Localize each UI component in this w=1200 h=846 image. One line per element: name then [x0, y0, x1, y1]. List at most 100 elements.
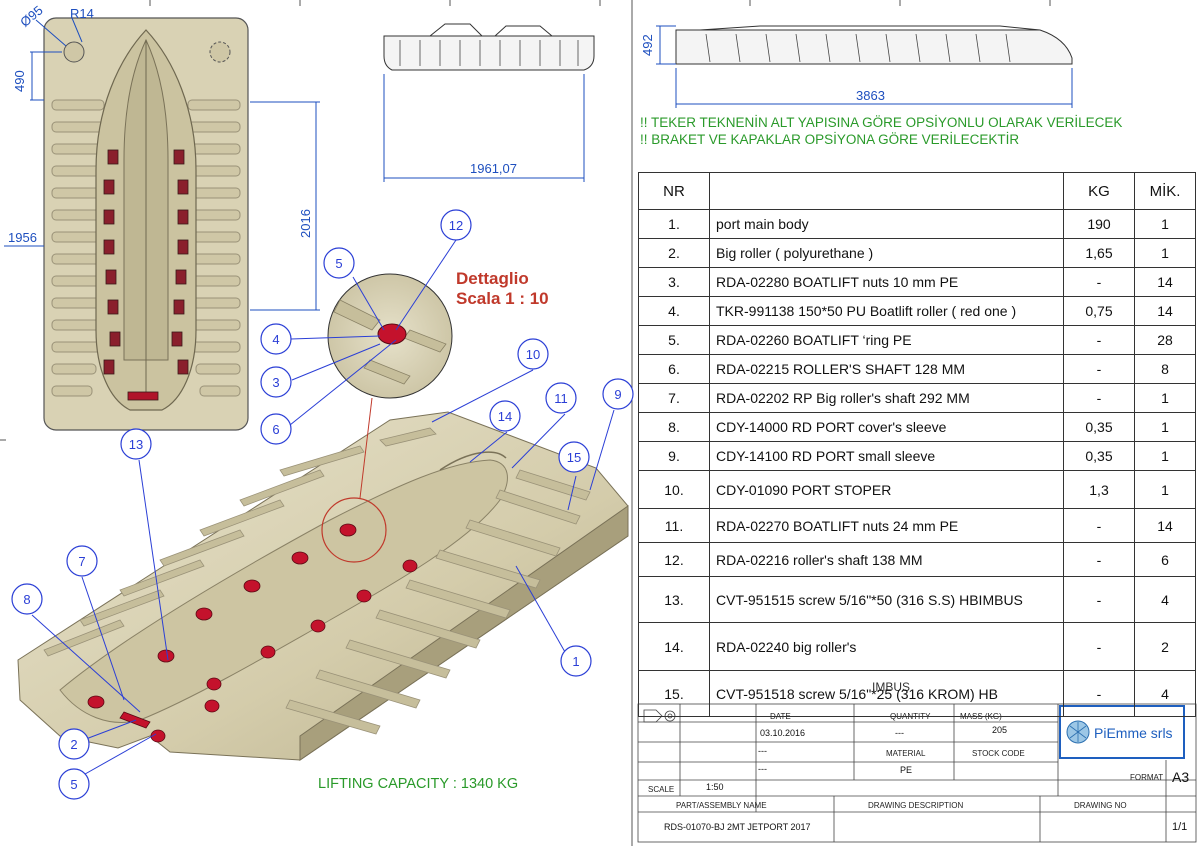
- balloon-5b: 5: [58, 768, 90, 800]
- header-nr: NR: [638, 172, 710, 210]
- row-qty: 1: [1134, 209, 1196, 239]
- balloon-7: 7: [66, 545, 98, 577]
- row-qty: 1: [1134, 412, 1196, 442]
- row-qty: 14: [1134, 267, 1196, 297]
- note-line-2: !! BRAKET VE KAPAKLAR OPSİYONA GÖRE VERİ…: [640, 132, 1019, 147]
- row-qty: 14: [1134, 508, 1196, 543]
- row-nr: 4.: [638, 296, 710, 326]
- lifting-capacity: LIFTING CAPACITY : 1340 KG: [318, 776, 518, 792]
- row-description: port main body: [709, 209, 1064, 239]
- table-row: 4.TKR-991138 150*50 PU Boatlift roller (…: [638, 296, 1196, 326]
- row-qty: 1: [1134, 441, 1196, 471]
- row-kg: 0,35: [1063, 441, 1135, 471]
- drawing-no-label: DRAWING NO: [1074, 801, 1127, 810]
- row-description: CDY-14000 RD PORT cover's sleeve: [709, 412, 1064, 442]
- row-nr: 10.: [638, 470, 710, 509]
- row-description: TKR-991138 150*50 PU Boatlift roller ( r…: [709, 296, 1064, 326]
- row-kg: -: [1063, 325, 1135, 355]
- row-nr: 1.: [638, 209, 710, 239]
- row-nr: 3.: [638, 267, 710, 297]
- dimension-radius: R14: [70, 6, 94, 21]
- balloon-leaders: [31, 239, 615, 779]
- balloon-1: 1: [560, 645, 592, 677]
- detail-scale: Scala 1 : 10: [456, 289, 549, 308]
- row-nr: 15.: [638, 670, 710, 717]
- balloon-11: 12: [440, 209, 472, 241]
- material-label: MATERIAL: [886, 749, 926, 758]
- part-name-value: RDS-01070-BJ 2MT JETPORT 2017: [664, 822, 811, 832]
- row-description: RDA-02216 roller's shaft 138 MM: [709, 542, 1064, 577]
- row-qty: 2: [1134, 622, 1196, 671]
- mass-value: 205: [992, 725, 1007, 735]
- balloon-9: 10: [517, 338, 549, 370]
- balloon-10: 11: [545, 382, 577, 414]
- row-description: RDA-02270 BOATLIFT nuts 24 mm PE: [709, 508, 1064, 543]
- side-view-dimensions: [656, 25, 1073, 108]
- balloon-6: 6: [260, 413, 292, 445]
- row-qty: 1: [1134, 238, 1196, 268]
- table-row: 6.RDA-02215 ROLLER'S SHAFT 128 MM-8: [638, 354, 1196, 384]
- row-kg: -: [1063, 383, 1135, 413]
- parts-table-header: NR KG MİK.: [638, 172, 1196, 210]
- quantity-label: QUANTITY: [890, 712, 931, 721]
- dimension-1961: 1961,07: [470, 161, 517, 176]
- svg-text:6: 6: [272, 422, 279, 437]
- mass-label: MASS (KG): [960, 712, 1002, 721]
- header-description: [709, 172, 1064, 210]
- balloon-5a: 5: [323, 247, 355, 279]
- dimension-diameter: Ø95: [17, 3, 45, 30]
- row-description: RDA-02260 BOATLIFT ‘ring PE: [709, 325, 1064, 355]
- row-description: RDA-02202 RP Big roller's shaft 292 MM: [709, 383, 1064, 413]
- row-description: CVT-951515 screw 5/16"*50 (316 S.S) HBIM…: [709, 576, 1064, 623]
- balloon-12: 13: [120, 428, 152, 460]
- svg-text:4: 4: [272, 332, 279, 347]
- row-kg: 1,3: [1063, 470, 1135, 509]
- row-description: RDA-02240 big roller's: [709, 622, 1064, 671]
- detail-title: Dettaglio: [456, 269, 529, 288]
- svg-text:13: 13: [129, 437, 143, 452]
- svg-text:14: 14: [498, 409, 512, 424]
- row-description: CDY-14100 RD PORT small sleeve: [709, 441, 1064, 471]
- dash-1: ---: [758, 746, 767, 756]
- table-row: 15.CVT-951518 screw 5/16"*25 (316 KROM) …: [638, 670, 1196, 717]
- part-name-label: PART/ASSEMBLY NAME: [676, 801, 767, 810]
- title-block: [637, 703, 1197, 843]
- svg-text:11: 11: [554, 391, 568, 406]
- dimension-1956: 1956: [8, 230, 37, 245]
- row-nr: 7.: [638, 383, 710, 413]
- row-nr: 6.: [638, 354, 710, 384]
- svg-text:5: 5: [335, 256, 342, 271]
- row-qty: 1: [1134, 383, 1196, 413]
- frame-top-ticks: [0, 0, 1051, 846]
- table-row: 5.RDA-02260 BOATLIFT ‘ring PE-28: [638, 325, 1196, 355]
- balloon-8: 9: [602, 378, 634, 410]
- row-nr: 9.: [638, 441, 710, 471]
- balloon-13: 14: [489, 400, 521, 432]
- row-nr: 12.: [638, 542, 710, 577]
- row-nr: 13.: [638, 576, 710, 623]
- row-nr: 5.: [638, 325, 710, 355]
- scale-value: 1:50: [706, 782, 724, 792]
- side-view: [675, 25, 1073, 65]
- note-line-1: !! TEKER TEKNENİN ALT YAPISINA GÖRE OPSİ…: [640, 115, 1122, 130]
- table-row: 11.RDA-02270 BOATLIFT nuts 24 mm PE-14: [638, 508, 1196, 543]
- date-label: DATE: [770, 712, 791, 721]
- front-view-dimension: [383, 74, 585, 182]
- row-nr: 14.: [638, 622, 710, 671]
- balloon-15: 15: [558, 441, 590, 473]
- stock-code-label: STOCK CODE: [972, 749, 1025, 758]
- svg-text:2: 2: [70, 737, 77, 752]
- table-row: 7.RDA-02202 RP Big roller's shaft 292 MM…: [638, 383, 1196, 413]
- row-kg: -: [1063, 670, 1135, 717]
- date-value: 03.10.2016: [760, 728, 805, 738]
- row-description: RDA-02280 BOATLIFT nuts 10 mm PE: [709, 267, 1064, 297]
- detail-callout: [321, 273, 453, 563]
- dimension-3863: 3863: [856, 88, 885, 103]
- row-nr: 2.: [638, 238, 710, 268]
- row-kg: -: [1063, 508, 1135, 543]
- row-qty: 8: [1134, 354, 1196, 384]
